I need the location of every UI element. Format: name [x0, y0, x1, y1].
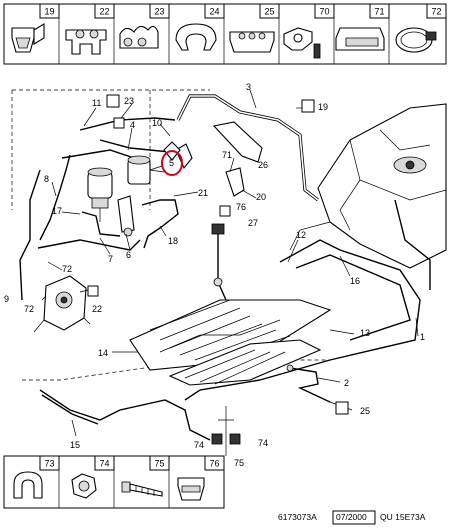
- callout-7: 7: [108, 254, 113, 264]
- callout-74b: 74: [258, 438, 268, 448]
- svg-text:76: 76: [209, 459, 219, 469]
- engine-block: [289, 103, 447, 269]
- footer-ref: 6173073A: [278, 512, 317, 522]
- svg-text:73: 73: [44, 459, 54, 469]
- callout-74a: 74: [194, 440, 204, 450]
- top-tab-22: 22: [94, 3, 115, 19]
- callout-15: 15: [70, 440, 80, 450]
- svg-text:19: 19: [44, 7, 54, 17]
- top-tab-70: 70: [314, 3, 335, 19]
- callout-76: 76: [236, 202, 246, 212]
- clip-25-icon: [229, 31, 275, 53]
- top-tab-23: 23: [149, 3, 170, 19]
- callout-22-box: [87, 285, 99, 297]
- callout-8: 8: [44, 174, 49, 184]
- callout-1: 1: [420, 332, 425, 342]
- svg-text:72: 72: [431, 7, 441, 17]
- bottom-tab-74: 74: [94, 455, 115, 471]
- callout-71: 71: [222, 150, 232, 160]
- clip-71-icon: [335, 27, 385, 51]
- callout-10: 10: [152, 118, 162, 128]
- fuel-filter: [87, 167, 113, 222]
- clip-73-icon: [13, 471, 43, 499]
- top-tab-19: 19: [39, 3, 60, 19]
- svg-text:22: 22: [99, 7, 109, 17]
- callout-4: 4: [130, 120, 135, 130]
- top-tab-71: 71: [369, 3, 390, 19]
- svg-text:24: 24: [209, 7, 219, 17]
- clip-19-icon: [11, 23, 45, 53]
- callout-16: 16: [350, 276, 360, 286]
- callout-21: 21: [198, 188, 208, 198]
- callout-5-highlight: 5: [161, 150, 183, 176]
- callout-9: 9: [4, 294, 9, 304]
- clip-76-icon: [177, 477, 205, 501]
- callout-18: 18: [168, 236, 178, 246]
- callout-25: 25: [360, 406, 370, 416]
- callout-12: 12: [296, 230, 306, 240]
- callout-6: 6: [126, 250, 131, 260]
- callout-27: 27: [248, 218, 258, 228]
- clip-22-icon: [65, 29, 107, 55]
- bolt-75-icon: [121, 481, 163, 497]
- leader-lines: [41, 89, 419, 437]
- callout-75: 75: [234, 458, 244, 468]
- callout-25-box: [335, 401, 349, 415]
- top-parts-strip: 19 22 23 24 25 70 71 72: [3, 3, 447, 65]
- injection-pump: [33, 275, 91, 333]
- callout-26: 26: [258, 160, 268, 170]
- footer-reference: 6173073A 07/2000 QU 15E73A: [278, 510, 426, 525]
- svg-text:75: 75: [154, 459, 164, 469]
- bottom-tab-75: 75: [149, 455, 170, 471]
- callout-19-box: [301, 99, 315, 113]
- bottom-parts-strip: 73 74 75 76: [3, 455, 225, 509]
- bottom-tab-73: 73: [39, 455, 60, 471]
- callout-13: 13: [360, 328, 370, 338]
- pump-unit: [127, 155, 163, 185]
- clip-72-icon: [395, 27, 437, 53]
- callout-14: 14: [98, 348, 108, 358]
- callout-19: 19: [318, 102, 328, 112]
- callout-5: 5: [169, 158, 174, 168]
- callout-11: 11: [92, 98, 101, 108]
- main-drawing: [11, 89, 447, 456]
- callout-22: 22: [92, 304, 102, 314]
- callout-labels: 11 23 4 10 3 19 26 71 20 21 18 8 17 7 6 …: [4, 82, 425, 468]
- svg-text:70: 70: [319, 7, 329, 17]
- heater-panel: [129, 299, 332, 386]
- svg-text:23: 23: [154, 7, 164, 17]
- callout-3: 3: [246, 82, 251, 92]
- footer-date: 07/2000: [336, 512, 367, 522]
- callout-72a: 72: [62, 264, 72, 274]
- callout-4-box: [113, 117, 125, 129]
- callout-20: 20: [256, 192, 266, 202]
- callout-23-box: [106, 94, 120, 108]
- nut-74-icon: [71, 473, 97, 499]
- svg-text:71: 71: [374, 7, 384, 17]
- top-tab-25: 25: [259, 3, 280, 19]
- callout-2: 2: [344, 378, 349, 388]
- callout-17: 17: [52, 206, 62, 216]
- clip-24-icon: [175, 23, 217, 51]
- clip-70-icon: [283, 27, 321, 59]
- svg-text:74: 74: [99, 459, 109, 469]
- svg-text:25: 25: [264, 7, 274, 17]
- clip-23-icon: [119, 25, 159, 49]
- callout-76-box: [219, 205, 231, 217]
- footer-code: QU 15E73A: [380, 512, 426, 522]
- part-6-assembly: [117, 195, 135, 237]
- bottom-tab-76: 76: [204, 455, 225, 471]
- callout-23: 23: [124, 96, 134, 106]
- top-tab-24: 24: [204, 3, 225, 19]
- top-tab-72: 72: [426, 3, 447, 19]
- callout-72b: 72: [24, 304, 34, 314]
